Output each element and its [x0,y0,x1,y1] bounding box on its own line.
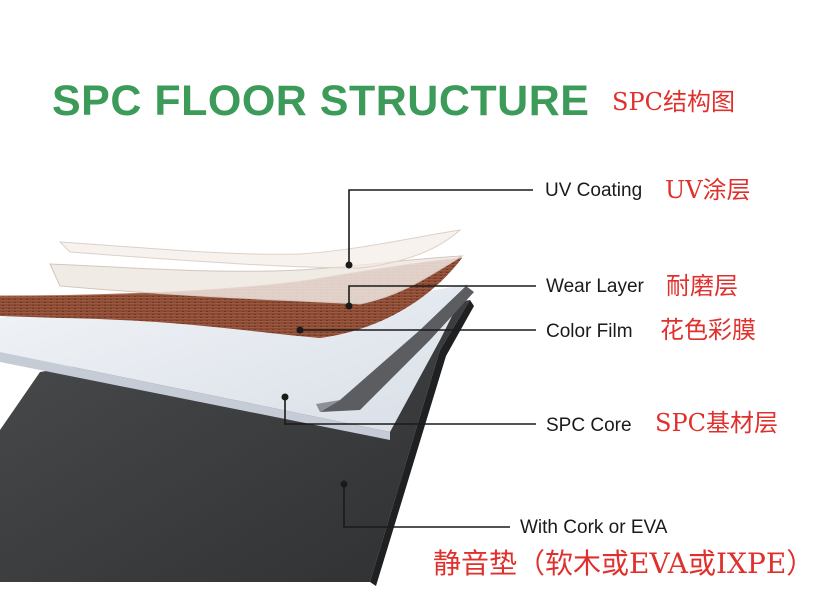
leader-spc-core [284,399,536,425]
label-uv-coating-cn: UV涂层 [665,176,751,204]
label-underlay-cn: 静音垫（软木或EVA或IXPE） [433,547,815,580]
marker-color-film [296,326,304,334]
label-wear-layer-cn: 耐磨层 [666,272,738,300]
leader-lines [284,189,536,528]
marker-wear-layer [345,302,353,310]
title-english: SPC FLOOR STRUCTURE [52,77,590,125]
label-underlay-en: With Cork or EVA [520,517,668,538]
marker-spc-core [281,393,289,401]
label-spc-core-en: SPC Core [546,415,632,436]
label-wear-layer-en: Wear Layer [546,276,644,297]
marker-uv-coating [345,261,353,269]
marker-underlay [340,480,348,488]
uv-coating-layer [58,229,462,269]
leader-wear-layer [348,285,536,304]
label-uv-coating-en: UV Coating [545,180,643,201]
title-chinese: SPC结构图 [612,88,735,116]
leader-uv-coating [348,189,533,263]
leader-underlay [343,486,510,528]
label-spc-core-cn: SPC基材层 [655,409,778,437]
label-color-film-en: Color Film [546,321,633,342]
label-color-film-cn: 花色彩膜 [660,316,756,344]
leader-dots [281,261,353,488]
